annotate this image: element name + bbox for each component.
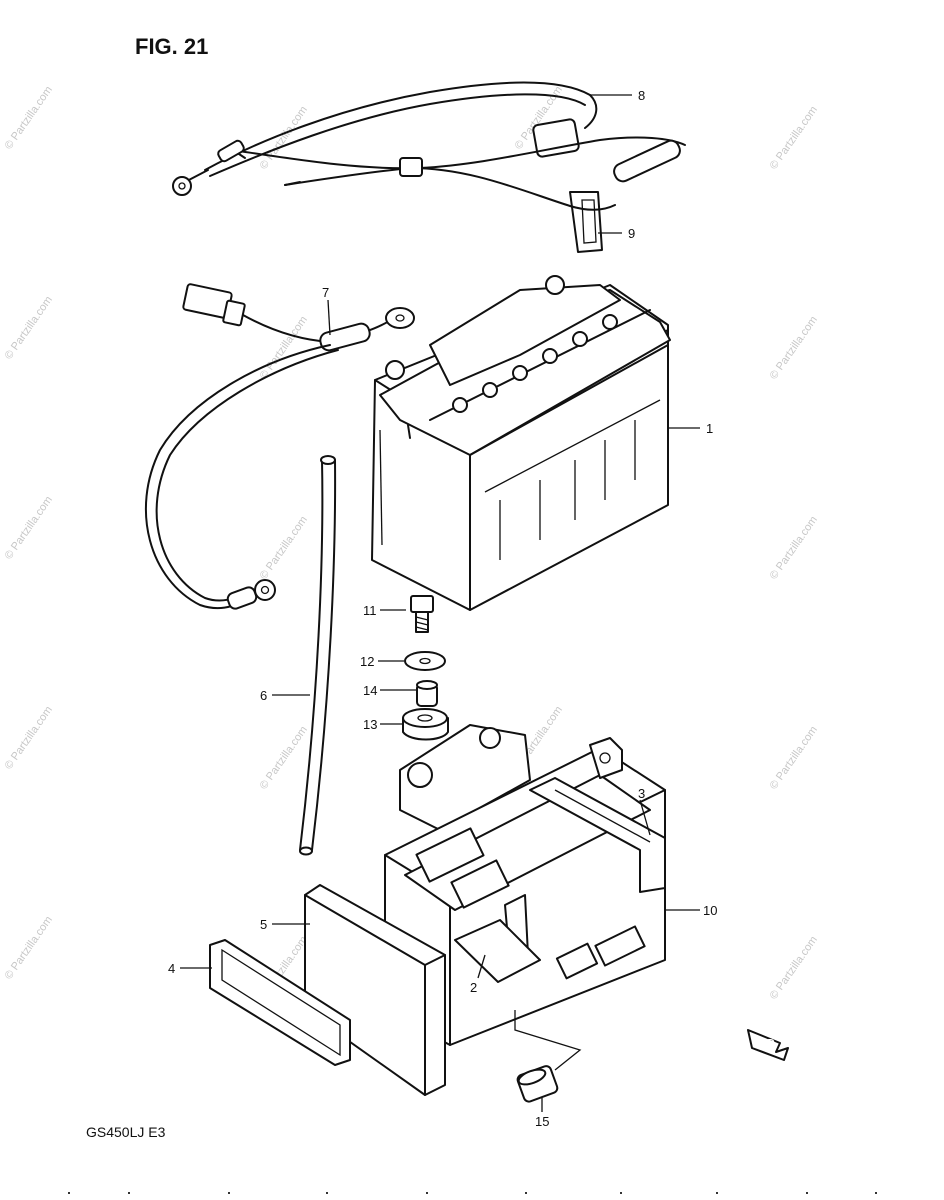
watermark-text: © Partzilla.com [3,914,55,982]
watermark-text: © Partzilla.com [768,934,820,1002]
scan-specks [68,1192,877,1194]
fwd-label: FWD [752,1038,775,1049]
callout-11: 11 [363,603,377,618]
watermark-text: © Partzilla.com [258,514,310,582]
watermark-text: © Partzilla.com [3,84,55,152]
cushion-pad [454,919,541,983]
negative-cable [145,283,415,610]
watermark-text: © Partzilla.com [768,314,820,382]
model-code: GS450LJ E3 [86,1124,166,1140]
callout-15: 15 [535,1114,549,1129]
callout-12: 12 [360,654,374,669]
watermark-text: © Partzilla.com [258,104,310,172]
collar-bottom [514,1010,582,1103]
battery [371,275,671,611]
fwd-arrow-icon: FWD [747,1029,789,1061]
watermark-text: © Partzilla.com [258,724,310,792]
callout-8: 8 [638,88,645,103]
callout-3: 3 [638,786,645,801]
cushion [402,708,449,741]
callouts: 8 9 7 1 11 12 14 13 6 3 10 5 4 2 15 [168,88,717,1129]
battery-band [209,939,351,1066]
callout-1: 1 [706,421,713,436]
callout-13: 13 [363,717,377,732]
callout-7: 7 [322,285,329,300]
watermark-text: © Partzilla.com [768,104,820,172]
watermark-text: © Partzilla.com [258,314,310,382]
watermark-text: © Partzilla.com [768,514,820,582]
collar [416,680,438,707]
washer [404,651,446,671]
callout-2: 2 [470,980,477,995]
rubber-pad [529,777,666,893]
mounting-hardware [402,595,449,741]
callout-9: 9 [628,226,635,241]
watermark-text: © Partzilla.com [3,494,55,562]
battery-cell-caps [452,314,618,413]
bolt [410,595,434,633]
watermark-text: © Partzilla.com [3,704,55,772]
callout-14: 14 [363,683,377,698]
breather-tube [299,455,337,856]
callout-6: 6 [260,688,267,703]
callout-5: 5 [260,917,267,932]
callout-10: 10 [703,903,717,918]
figure-title: FIG. 21 [135,34,208,59]
watermark-text: © Partzilla.com [768,724,820,792]
battery-cable-harness [172,81,686,253]
callout-4: 4 [168,961,175,976]
watermark-text: © Partzilla.com [3,294,55,362]
